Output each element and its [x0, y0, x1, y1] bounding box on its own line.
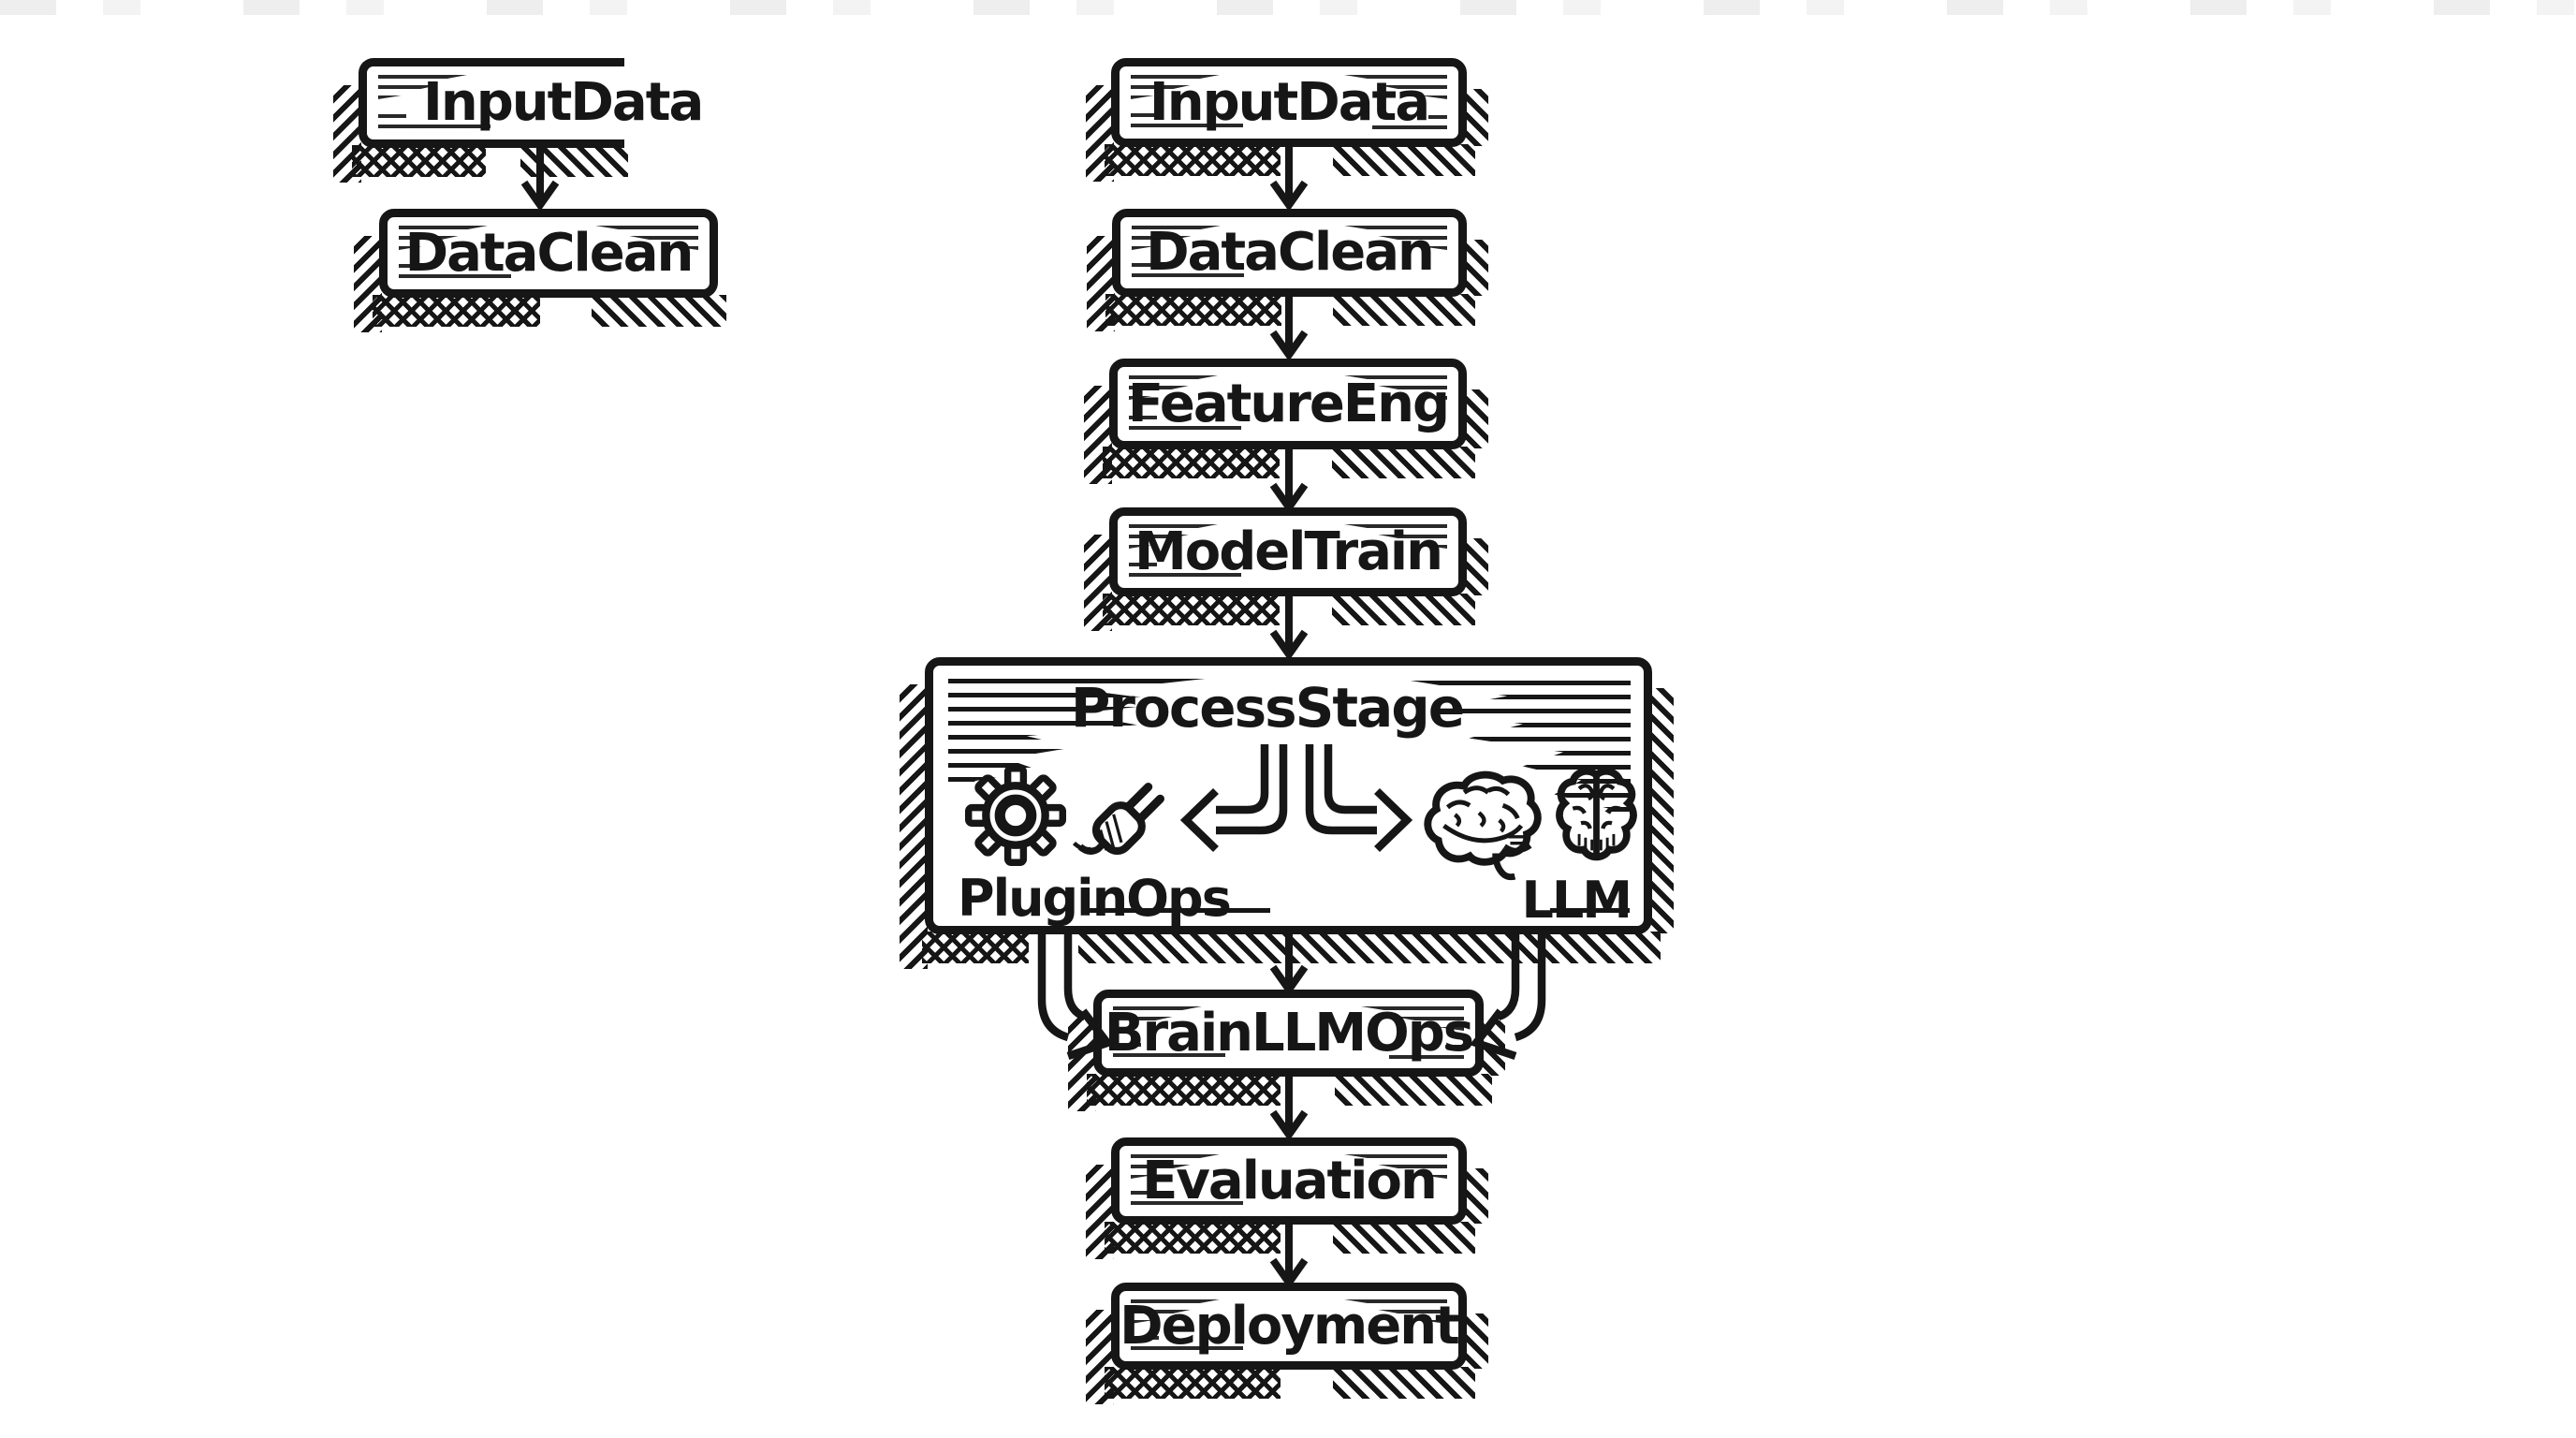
merge-arrow-left — [1037, 932, 1114, 1061]
hatch-shadow — [1103, 447, 1281, 478]
hatch-shadow — [1087, 1074, 1281, 1106]
hatch-shadow — [1332, 1367, 1475, 1399]
node-label: ModelTrain — [1134, 521, 1443, 582]
hatch-shadow — [1332, 144, 1475, 176]
branch-arrow-left — [1179, 744, 1288, 853]
hatch-shadow — [1105, 294, 1281, 326]
brain-top-icon — [1556, 767, 1637, 861]
flow-arrow-down — [1269, 1077, 1309, 1141]
hatch-shadow — [354, 236, 382, 332]
node-label: DataClean — [404, 222, 695, 284]
hatch-shadow — [352, 145, 486, 177]
node-modeltrain: ModelTrain — [1084, 507, 1488, 631]
hatch-shadow — [1086, 1310, 1114, 1404]
hatch-shadow — [1103, 594, 1281, 625]
hatch-shadow — [1333, 294, 1475, 326]
hatch-shadow — [922, 932, 1029, 963]
hatch-shadow — [1464, 1313, 1488, 1369]
branch-arrow-right — [1305, 744, 1413, 853]
hatch-shadow — [1649, 688, 1674, 933]
flow-arrow-down — [1269, 596, 1309, 661]
brain-side-icon — [1424, 770, 1542, 881]
hatch-shadow — [1105, 1367, 1281, 1399]
plug-icon — [1072, 782, 1165, 856]
hatch-shadow — [591, 295, 726, 327]
hatch-shadow — [1464, 1168, 1488, 1224]
plugin-ops-label: PluginOps — [958, 869, 1232, 928]
node-evaluation: Evaluation — [1086, 1137, 1488, 1259]
sketch-underline — [1088, 908, 1270, 913]
hatch-shadow — [1084, 386, 1112, 484]
gear-icon — [965, 765, 1066, 866]
hatch-shadow — [1105, 1222, 1281, 1254]
process-stage-box: ProcessStage — [900, 657, 1674, 969]
hatch-shadow — [1464, 240, 1488, 296]
node-dataclean-main: DataClean — [1087, 209, 1488, 331]
hatch-shadow — [1335, 1074, 1492, 1106]
sketch-underline — [1550, 908, 1630, 913]
flow-arrow-down — [1269, 1225, 1309, 1289]
hatch-shadow — [1105, 144, 1281, 176]
hatch-shadow — [1464, 538, 1488, 595]
node-label: InputData — [1149, 71, 1430, 133]
hatch-shadow — [373, 295, 540, 327]
node-label: InputData — [423, 72, 704, 133]
hatch-shadow — [1086, 1165, 1114, 1259]
paper-smudge — [0, 0, 2576, 15]
process-stage-title: ProcessStage — [1070, 676, 1465, 740]
hatch-shadow — [1087, 236, 1115, 331]
node-featureeng: FeatureEng — [1084, 359, 1488, 484]
flow-arrow-down — [1269, 449, 1309, 514]
node-inputdata-left: InputData — [333, 58, 704, 183]
hatch-shadow — [1332, 447, 1475, 478]
node-label: Evaluation — [1142, 1150, 1438, 1211]
flow-arrow-down — [1269, 147, 1309, 212]
flow-arrow-down — [1269, 932, 1309, 996]
node-dataclean-left: DataClean — [354, 209, 726, 332]
hatch-shadow — [900, 684, 928, 969]
flow-arrow-down — [1269, 297, 1309, 361]
node-deployment: Deployment — [1086, 1283, 1488, 1404]
node-brainllmops: BrainLLMOps — [1068, 990, 1505, 1111]
hatch-shadow — [1086, 85, 1114, 182]
node-label: BrainLLMOps — [1104, 1002, 1474, 1064]
llm-label: LLM — [1521, 871, 1632, 930]
hatch-shadow — [1464, 89, 1488, 146]
hatch-shadow — [1332, 594, 1475, 625]
hatch-shadow — [1084, 535, 1112, 631]
hatch-shadow — [1464, 389, 1488, 448]
hatch-shadow — [1077, 932, 1661, 963]
merge-arrow-right — [1470, 932, 1546, 1061]
flow-arrow-down — [520, 147, 560, 212]
hatch-shadow — [1332, 1222, 1475, 1254]
node-label: DataClean — [1146, 222, 1435, 283]
hatch-shadow — [333, 85, 361, 183]
node-inputdata-main: InputData — [1086, 58, 1488, 182]
